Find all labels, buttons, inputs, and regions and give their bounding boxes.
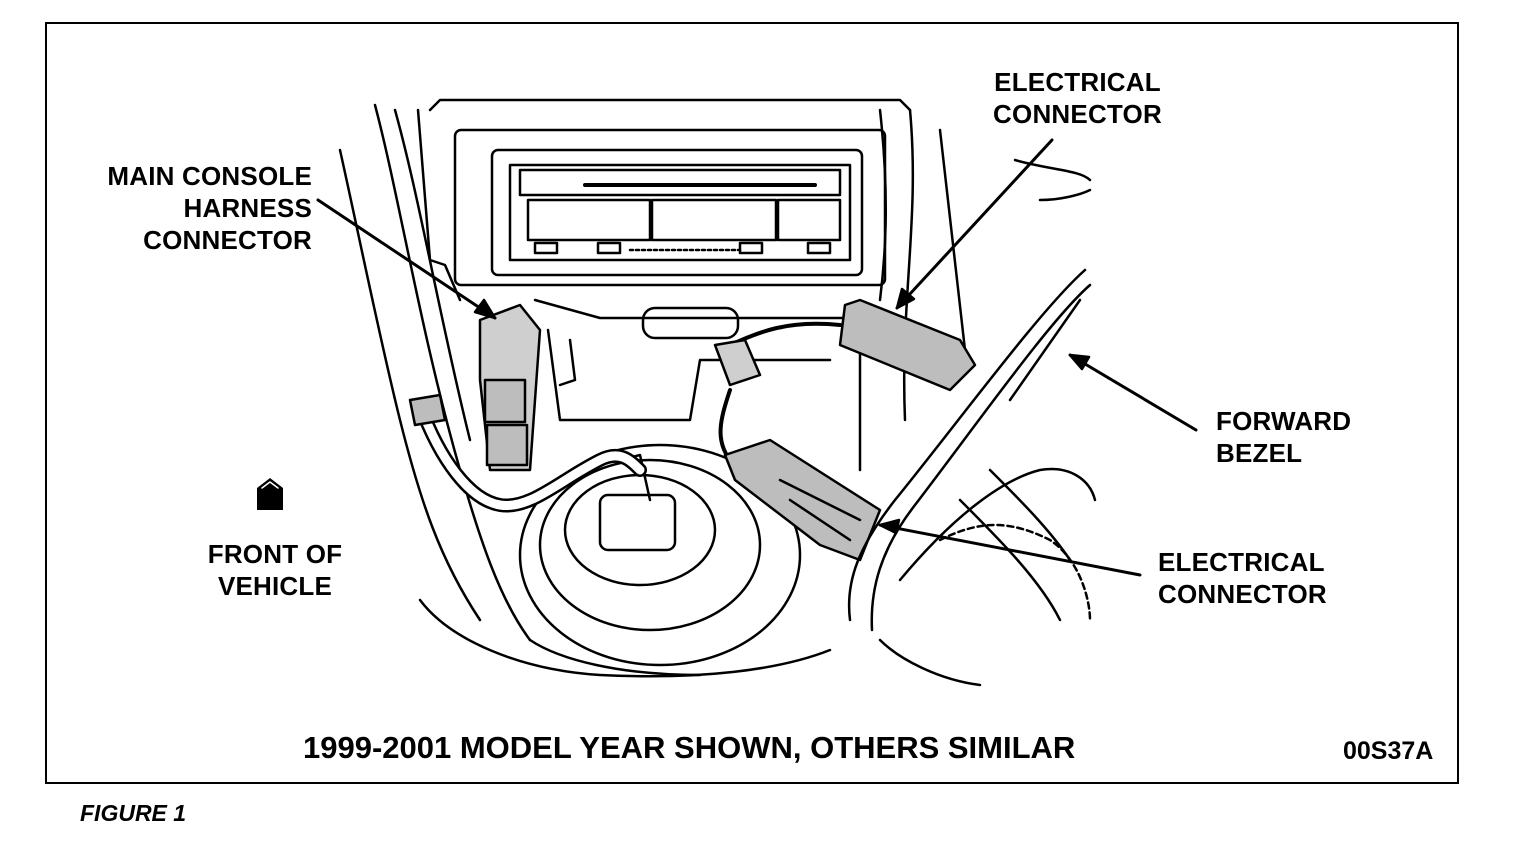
- console-left-wall: [373, 103, 532, 642]
- label-forward-bezel: FORWARD BEZEL: [1216, 405, 1351, 469]
- front-line2: VEHICLE: [217, 571, 333, 601]
- console-top-rim: [428, 98, 912, 112]
- console-left-wall-inner: [393, 108, 472, 442]
- main-console-line3: CONNECTOR: [143, 225, 312, 255]
- console-right-wall: [902, 108, 915, 422]
- forward-bezel: [847, 268, 1087, 622]
- label-electrical-connector-top: ELECTRICAL CONNECTOR: [970, 66, 1185, 130]
- leader-elec-bottom: [878, 523, 1142, 577]
- electrical-connector-bottom: [723, 438, 882, 562]
- shifter-boot: [518, 443, 802, 667]
- elec-top-line1: ELECTRICAL: [994, 67, 1161, 97]
- leader-main-console: [316, 198, 497, 320]
- label-electrical-connector-bottom: ELECTRICAL CONNECTOR: [1158, 546, 1327, 610]
- main-console-line2: HARNESS: [183, 193, 312, 223]
- elec-bottom-line2: CONNECTOR: [1158, 579, 1327, 609]
- forward-bezel-line1: FORWARD: [1216, 406, 1352, 436]
- figure-code: 00S37A: [1343, 737, 1434, 765]
- electrical-connector-top: [838, 298, 977, 392]
- main-console-line1: MAIN CONSOLE: [107, 161, 312, 191]
- radio-unit: [508, 163, 852, 262]
- shifter-lever: [598, 493, 677, 552]
- elec-top-line2: CONNECTOR: [993, 99, 1162, 129]
- elec-bottom-line1: ELECTRICAL: [1158, 547, 1325, 577]
- radio-bezel: [453, 128, 887, 287]
- label-main-console-harness-connector: MAIN CONSOLE HARNESS CONNECTOR: [60, 160, 312, 256]
- leader-forward-bezel: [1068, 353, 1198, 432]
- front-line1: FRONT OF: [207, 539, 343, 569]
- leader-elec-top: [895, 138, 1054, 310]
- label-front-of-vehicle: FRONT OF VEHICLE: [190, 538, 360, 602]
- forward-bezel-line2: BEZEL: [1216, 438, 1303, 468]
- figure-label: FIGURE 1: [80, 800, 187, 826]
- figure-caption: 1999-2001 MODEL YEAR SHOWN, OTHERS SIMIL…: [303, 730, 1076, 765]
